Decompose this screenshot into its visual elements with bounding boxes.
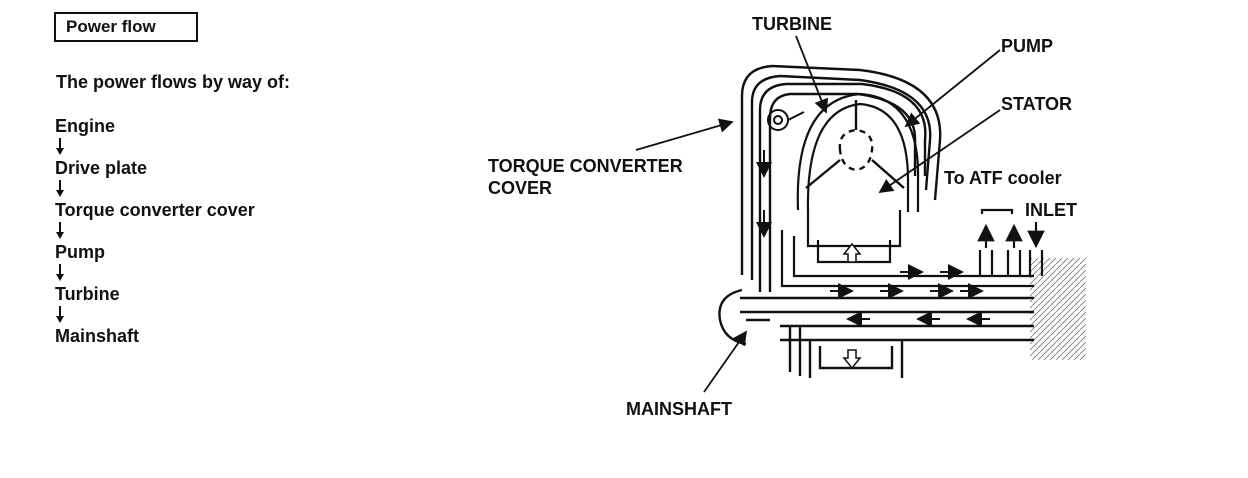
stator — [805, 100, 905, 189]
intro-text: The power flows by way of: — [56, 72, 291, 92]
atf-ports — [977, 208, 1045, 276]
down-arrow-icon — [55, 136, 75, 158]
flow-step-engine: Engine — [55, 116, 116, 136]
label-pump: PUMP — [1001, 36, 1053, 56]
label-stator: STATOR — [1001, 94, 1072, 114]
drive-plate-bolt — [767, 109, 805, 131]
flow-step-mainshaft: Mainshaft — [55, 326, 140, 346]
lower-chamber — [780, 210, 1034, 288]
down-arrow-icon — [55, 178, 75, 200]
shaft-housing — [1030, 258, 1086, 360]
mainshaft — [718, 288, 1034, 378]
flow-step-torque-converter-cover: Torque converter cover — [55, 200, 255, 220]
down-arrow-icon — [55, 304, 75, 326]
fluid-flow-arrows — [756, 150, 990, 327]
up-arrow-icon — [842, 242, 862, 263]
converter-cover — [740, 64, 942, 292]
down-arrow-icon — [55, 262, 75, 284]
down-arrow-icon — [55, 220, 75, 242]
flow-step-turbine: Turbine — [55, 284, 120, 304]
leader-lines — [635, 35, 1001, 393]
label-mainshaft: MAINSHAFT — [626, 399, 732, 419]
power-flow-list: Engine Drive plate Torque converter cove… — [55, 116, 255, 346]
flow-step-drive-plate: Drive plate — [55, 158, 148, 178]
flow-step-pump: Pump — [55, 242, 106, 262]
label-atf-cooler: To ATF cooler — [944, 168, 1062, 188]
label-cover-line1: TORQUE CONVERTER — [488, 156, 683, 176]
label-cover-line2: COVER — [488, 178, 552, 198]
label-turbine: TURBINE — [752, 14, 832, 34]
section-title: Power flow — [54, 12, 198, 42]
pump-turbine-body — [796, 92, 920, 213]
down-arrow-icon — [842, 349, 862, 370]
label-inlet: INLET — [1025, 200, 1077, 220]
